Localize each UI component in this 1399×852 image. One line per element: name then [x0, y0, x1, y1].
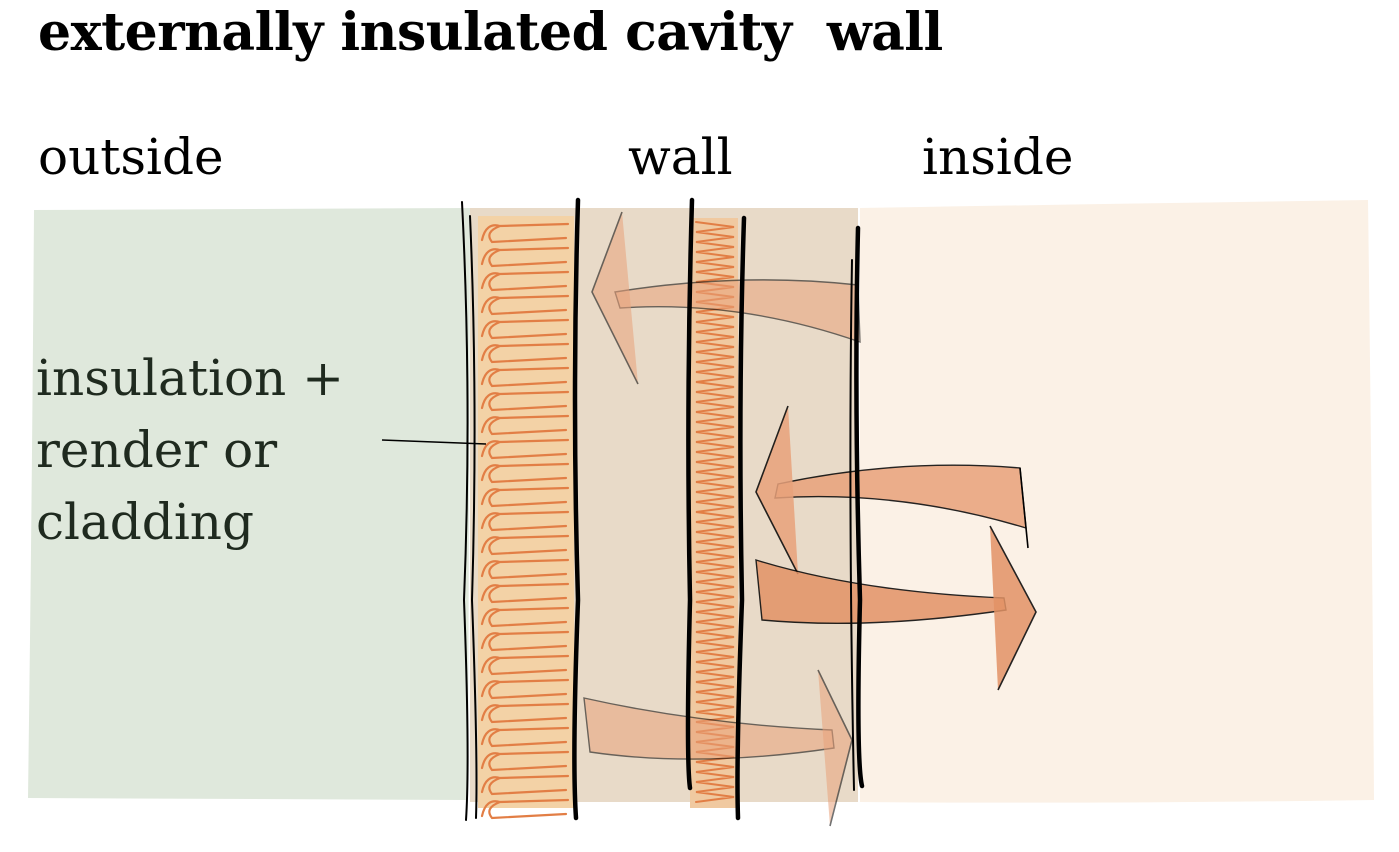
outside-label: outside: [38, 128, 224, 186]
heat-arrow-bottom: [583, 669, 853, 827]
inside-label: inside: [922, 128, 1074, 186]
external-insulation-hatch: [480, 222, 570, 820]
callout-leader-line: [381, 439, 487, 445]
inside-zone: [860, 200, 1374, 803]
heat-arrow-middle-left: [755, 405, 1029, 575]
heat-arrow-top: [591, 211, 861, 385]
insulation-callout: insulation + render or cladding: [36, 342, 344, 558]
cavity-insulation-hatch: [695, 221, 735, 803]
callout-line-1: insulation +: [36, 349, 345, 407]
outside-zone: [28, 208, 470, 800]
wall-label: wall: [628, 128, 733, 186]
callout-line-2: render or: [36, 421, 278, 479]
callout-line-3: cladding: [36, 493, 255, 551]
heat-arrow-middle-right: [755, 525, 1037, 691]
diagram-title: externally insulated cavity wall: [38, 2, 943, 63]
wall-lines: [461, 197, 865, 821]
